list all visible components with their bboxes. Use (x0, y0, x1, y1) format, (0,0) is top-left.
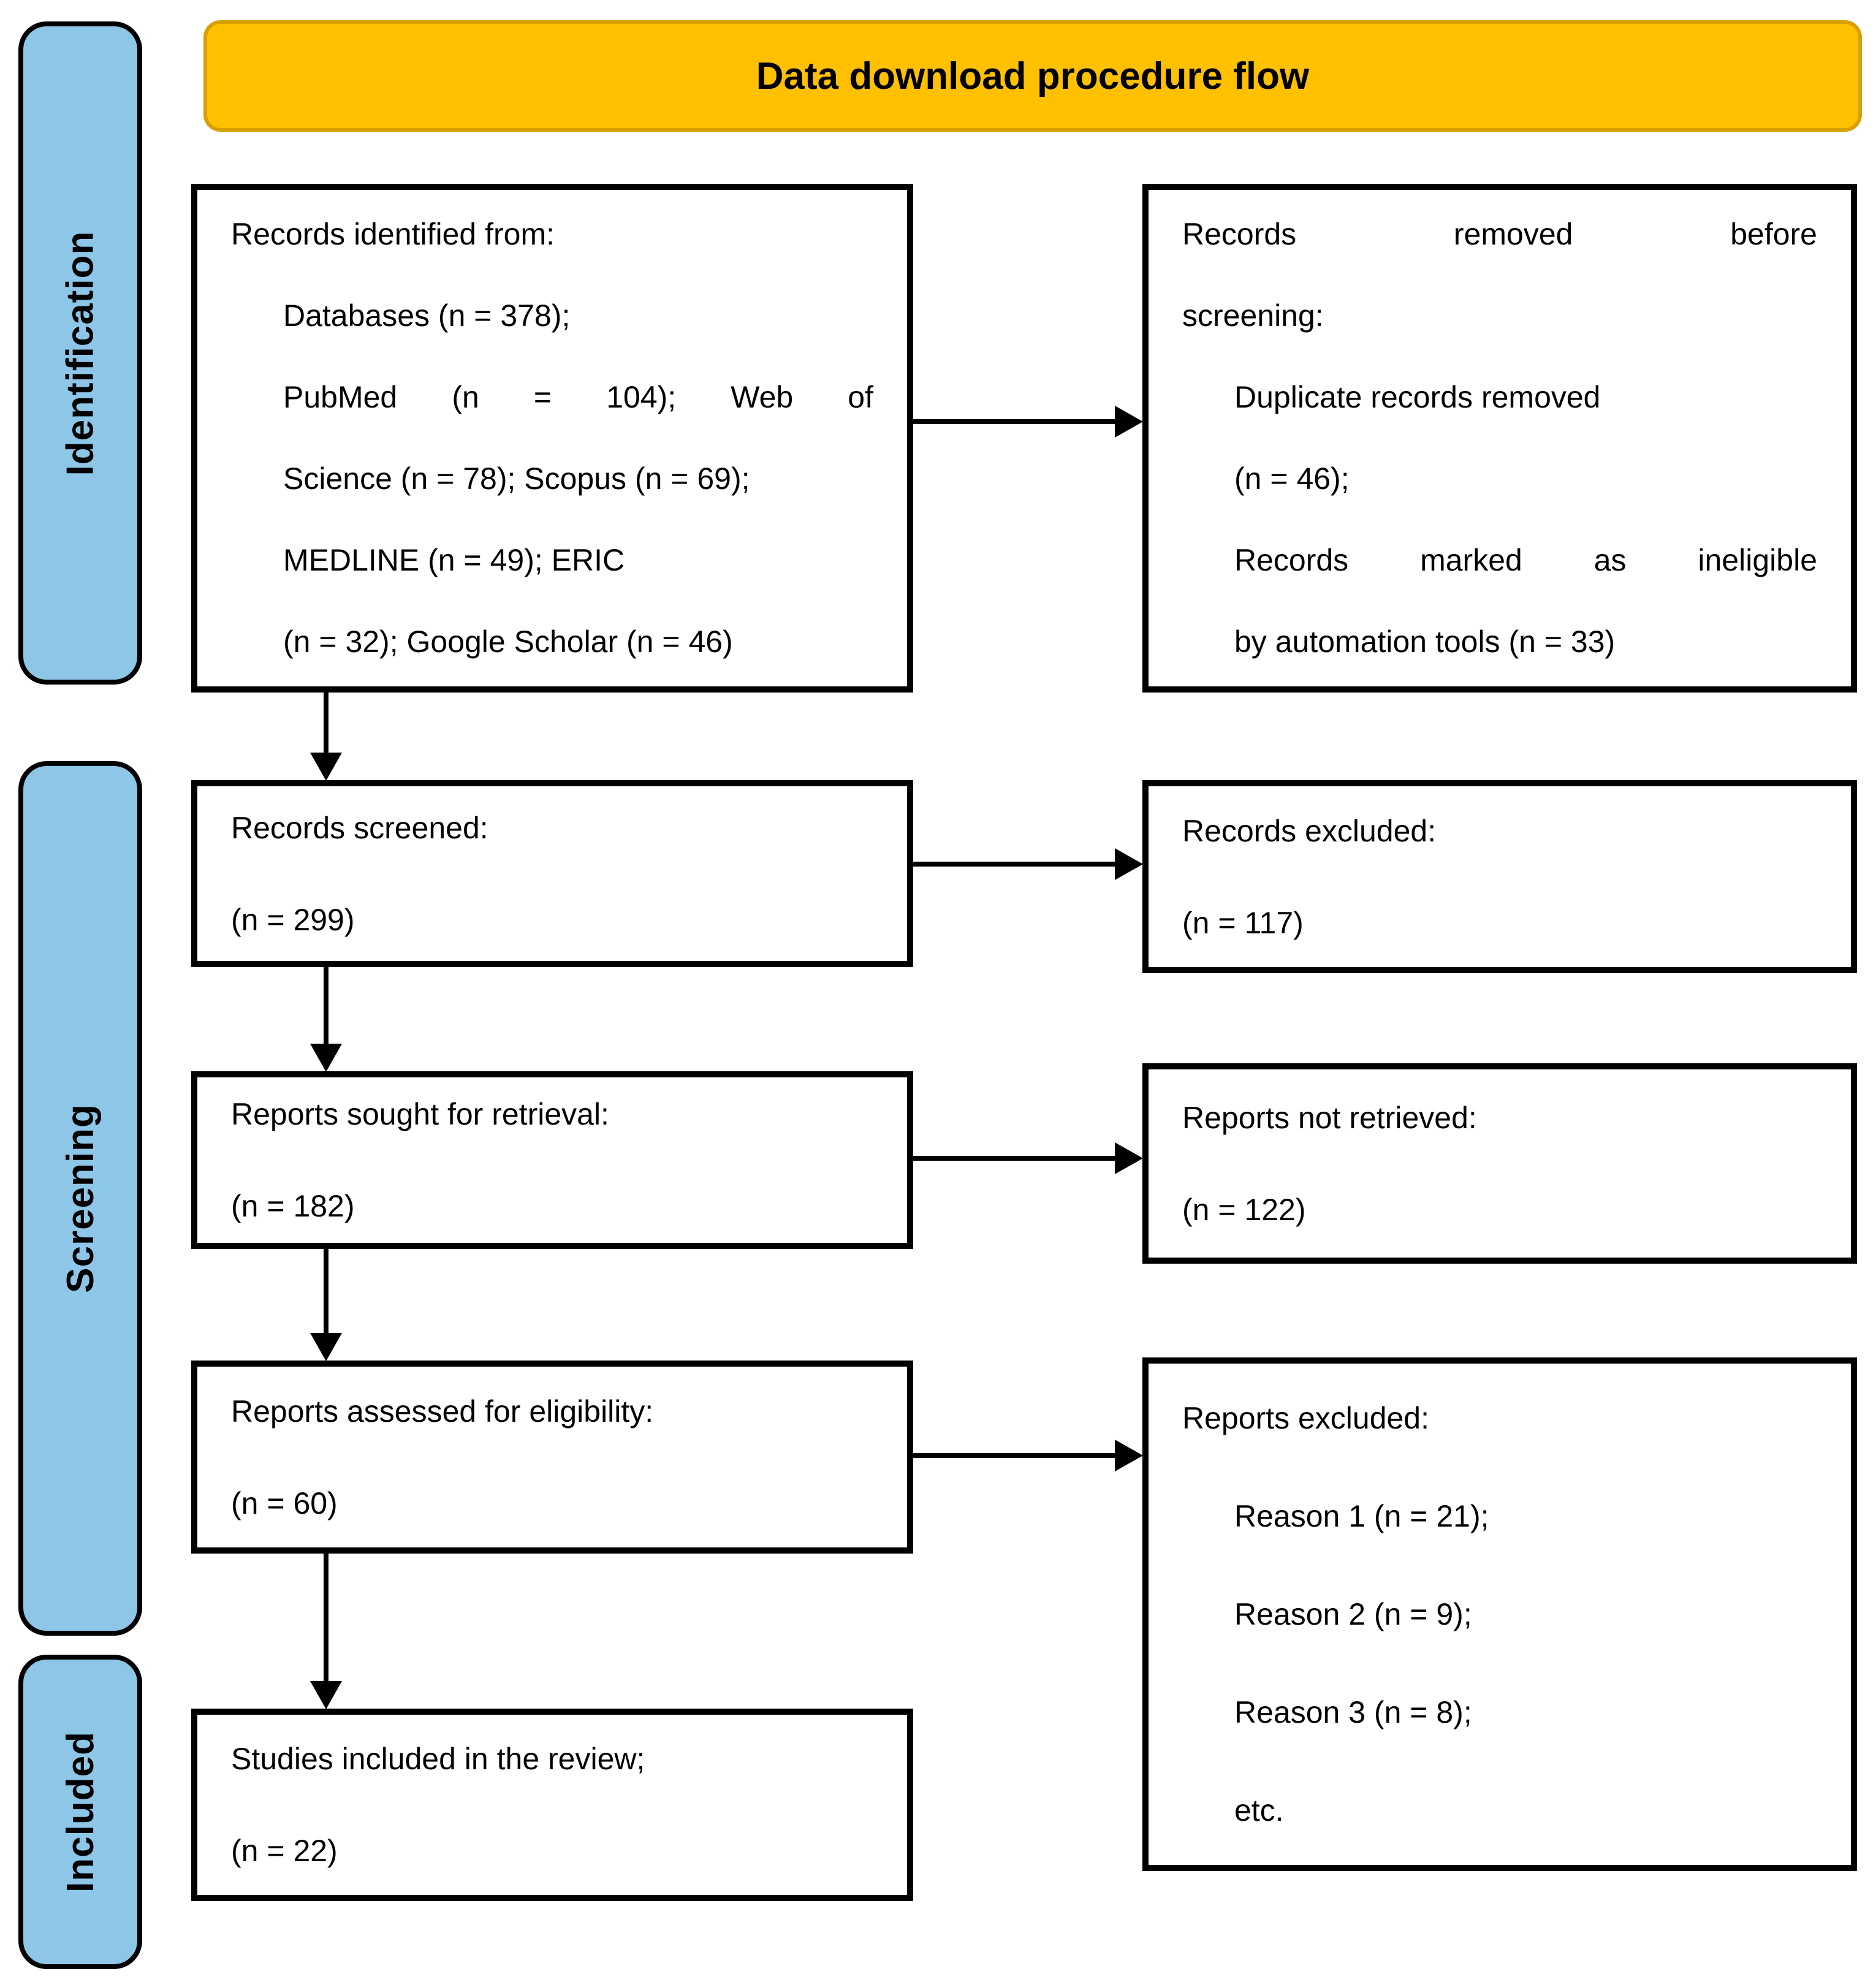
text-line: Records excluded: (1182, 813, 1437, 848)
stage-label-text: Screening (59, 1104, 102, 1293)
stage-label-text: Identification (59, 230, 102, 476)
right-arrow-line-2 (913, 862, 1118, 867)
right-arrow-icon-4 (1115, 1440, 1143, 1471)
text-line: Reason 2 (n = 9); (1234, 1597, 1472, 1631)
box-reports-excluded: Reports excluded: Reason 1 (n = 21); Rea… (1142, 1357, 1857, 1871)
right-arrow-line-3 (913, 1156, 1118, 1161)
text-line: Records identified from: (231, 217, 555, 251)
text-line: (n = 122) (1182, 1192, 1306, 1227)
box-reports-assessed: Reports assessed for eligibility: (n = 6… (191, 1361, 913, 1554)
stage-label-screening: Screening (18, 761, 142, 1636)
right-arrow-icon-1 (1115, 406, 1143, 438)
down-arrow-icon-2 (310, 1044, 342, 1072)
down-arrow-line-4 (324, 1554, 328, 1683)
down-arrow-line-2 (324, 967, 328, 1046)
down-arrow-icon-1 (310, 753, 342, 781)
text-line: Duplicate records removed (1234, 380, 1601, 414)
right-arrow-line-1 (913, 419, 1118, 424)
text-line: Studies included in the review; (231, 1742, 645, 1776)
text-line: MEDLINE (n = 49); ERIC (283, 543, 625, 577)
box-records-screened: Records screened: (n = 299) (191, 780, 913, 967)
text-line: (n = 46); (1234, 461, 1350, 496)
text-line: Records removed before (1182, 217, 1817, 251)
right-arrow-icon-3 (1115, 1142, 1143, 1174)
stage-label-identification: Identification (18, 21, 142, 685)
title-banner: Data download procedure flow (203, 20, 1862, 132)
text-line: (n = 182) (231, 1189, 355, 1223)
box-records-excluded: Records excluded: (n = 117) (1142, 780, 1857, 973)
text-line: (n = 22) (231, 1834, 338, 1868)
text-line: (n = 117) (1182, 905, 1304, 940)
text-line: etc. (1234, 1793, 1284, 1827)
text-line: Databases (n = 378); (283, 298, 571, 333)
down-arrow-icon-4 (310, 1681, 342, 1709)
text-line: screening: (1182, 298, 1324, 333)
text-line: Reports excluded: (1182, 1401, 1430, 1435)
down-arrow-line-1 (324, 693, 328, 755)
down-arrow-icon-3 (310, 1333, 342, 1361)
box-studies-included: Studies included in the review; (n = 22) (191, 1709, 913, 1901)
title-banner-label: Data download procedure flow (756, 55, 1310, 97)
text-line: Records marked as ineligible (1234, 543, 1817, 577)
text-line: PubMed (n = 104); Web of (283, 380, 873, 414)
right-arrow-icon-2 (1115, 848, 1143, 880)
text-line: Reason 1 (n = 21); (1234, 1499, 1489, 1533)
text-line: Reason 3 (n = 8); (1234, 1695, 1472, 1729)
right-arrow-line-4 (913, 1453, 1118, 1458)
stage-label-text: Included (59, 1731, 102, 1892)
text-line: (n = 60) (231, 1486, 338, 1520)
down-arrow-line-3 (324, 1249, 328, 1335)
box-reports-not-retrieved: Reports not retrieved: (n = 122) (1142, 1063, 1857, 1264)
box-reports-sought: Reports sought for retrieval: (n = 182) (191, 1071, 913, 1249)
box-records-identified: Records identified from: Databases (n = … (191, 184, 913, 693)
text-line: Reports sought for retrieval: (231, 1097, 609, 1131)
text-line: by automation tools (n = 33) (1234, 624, 1616, 659)
text-line: (n = 32); Google Scholar (n = 46) (283, 624, 733, 659)
text-line: Science (n = 78); Scopus (n = 69); (283, 461, 750, 496)
text-line: Reports assessed for eligibility: (231, 1394, 654, 1429)
text-line: Reports not retrieved: (1182, 1100, 1477, 1135)
text-line: (n = 299) (231, 902, 355, 937)
stage-label-included: Included (18, 1655, 142, 1969)
box-records-removed: Records removed before screening: Duplic… (1142, 184, 1857, 693)
text-line: Records screened: (231, 810, 488, 845)
